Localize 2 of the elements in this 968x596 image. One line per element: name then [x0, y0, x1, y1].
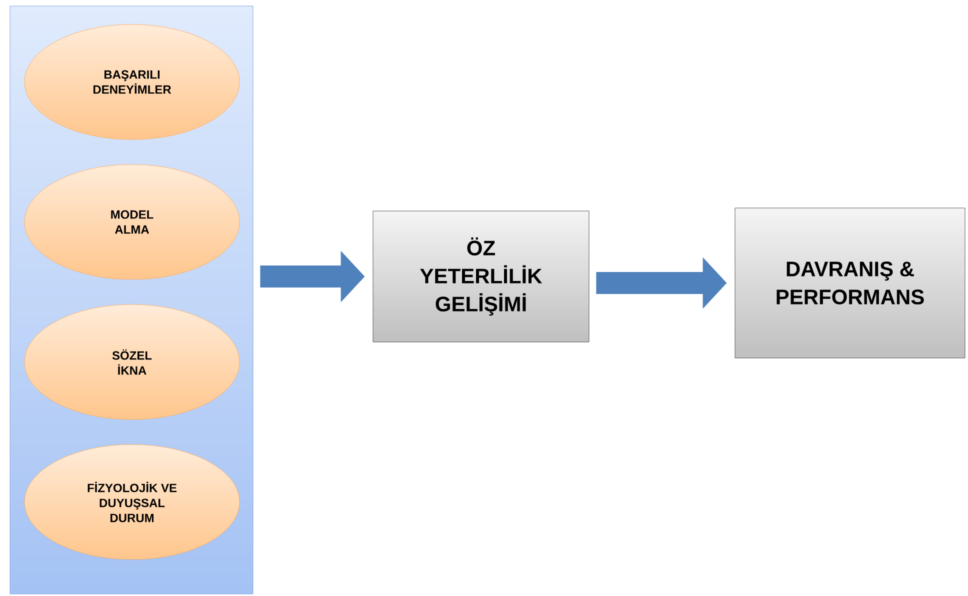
process-box: DAVRANIŞ & PERFORMANS: [734, 208, 966, 358]
process-box: ÖZ YETERLİLİK GELİŞİMİ: [372, 210, 590, 342]
